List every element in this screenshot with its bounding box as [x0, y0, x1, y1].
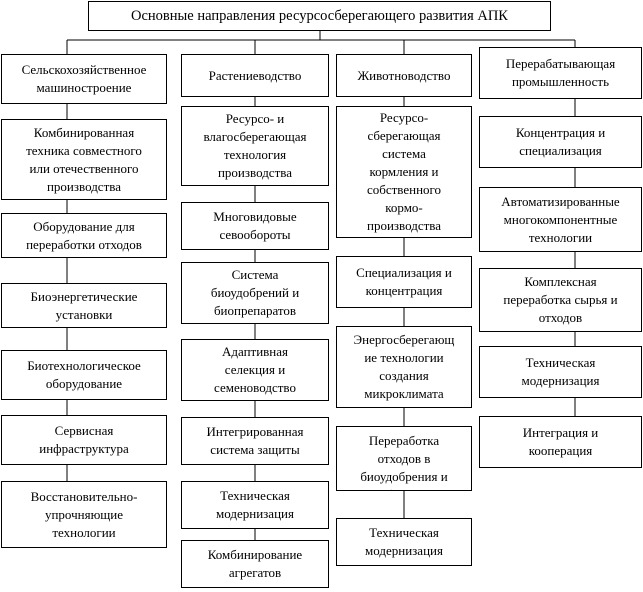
machinery-item-3: Биоэнергетические установки [1, 283, 167, 328]
machinery-item-4: Биотехнологическое оборудование [1, 350, 167, 400]
header-livestock: Животноводство [336, 54, 472, 97]
machinery-item-5: Сервисная инфраструктура [1, 415, 167, 465]
processing-item-4: Техническая модернизация [479, 346, 642, 398]
machinery-item-6: Восстановительно- упрочняющие технологии [1, 481, 167, 548]
crop-item-3: Система биоудобрений и биопрепаратов [181, 262, 329, 324]
header-crop-production: Растениеводство [181, 54, 329, 97]
crop-item-6: Техническая модернизация [181, 481, 329, 529]
processing-item-1: Концентрация и специализация [479, 116, 642, 168]
machinery-item-2: Оборудование для переработки отходов [1, 213, 167, 258]
livestock-item-5: Техническая модернизация [336, 518, 472, 566]
crop-item-2: Многовидовые севообороты [181, 202, 329, 250]
processing-item-5: Интеграция и кооперация [479, 416, 642, 468]
livestock-item-3: Энергосберегающ ие технологии создания м… [336, 326, 472, 408]
machinery-item-1: Комбинированная техника совместного или … [1, 119, 167, 200]
crop-item-1: Ресурсо- и влагосберегающая технология п… [181, 106, 329, 186]
header-processing-industry: Перерабатывающая промышленность [479, 47, 642, 99]
processing-item-2: Автоматизированные многокомпонентные тех… [479, 187, 642, 252]
processing-item-3: Комплексная переработка сырья и отходов [479, 268, 642, 332]
livestock-item-1: Ресурсо- сберегающая система кормления и… [336, 106, 472, 238]
diagram-title: Основные направления ресурсосберегающего… [88, 1, 551, 31]
header-machinery: Сельскохозяйственное машиностроение [1, 54, 167, 104]
livestock-item-2: Специализация и концентрация [336, 256, 472, 308]
crop-item-4: Адаптивная селекция и семеноводство [181, 339, 329, 401]
livestock-item-4: Переработка отходов в биоудобрения и био… [336, 426, 472, 491]
crop-item-7: Комбинирование агрегатов [181, 540, 329, 588]
crop-item-5: Интегрированная система защиты [181, 417, 329, 465]
